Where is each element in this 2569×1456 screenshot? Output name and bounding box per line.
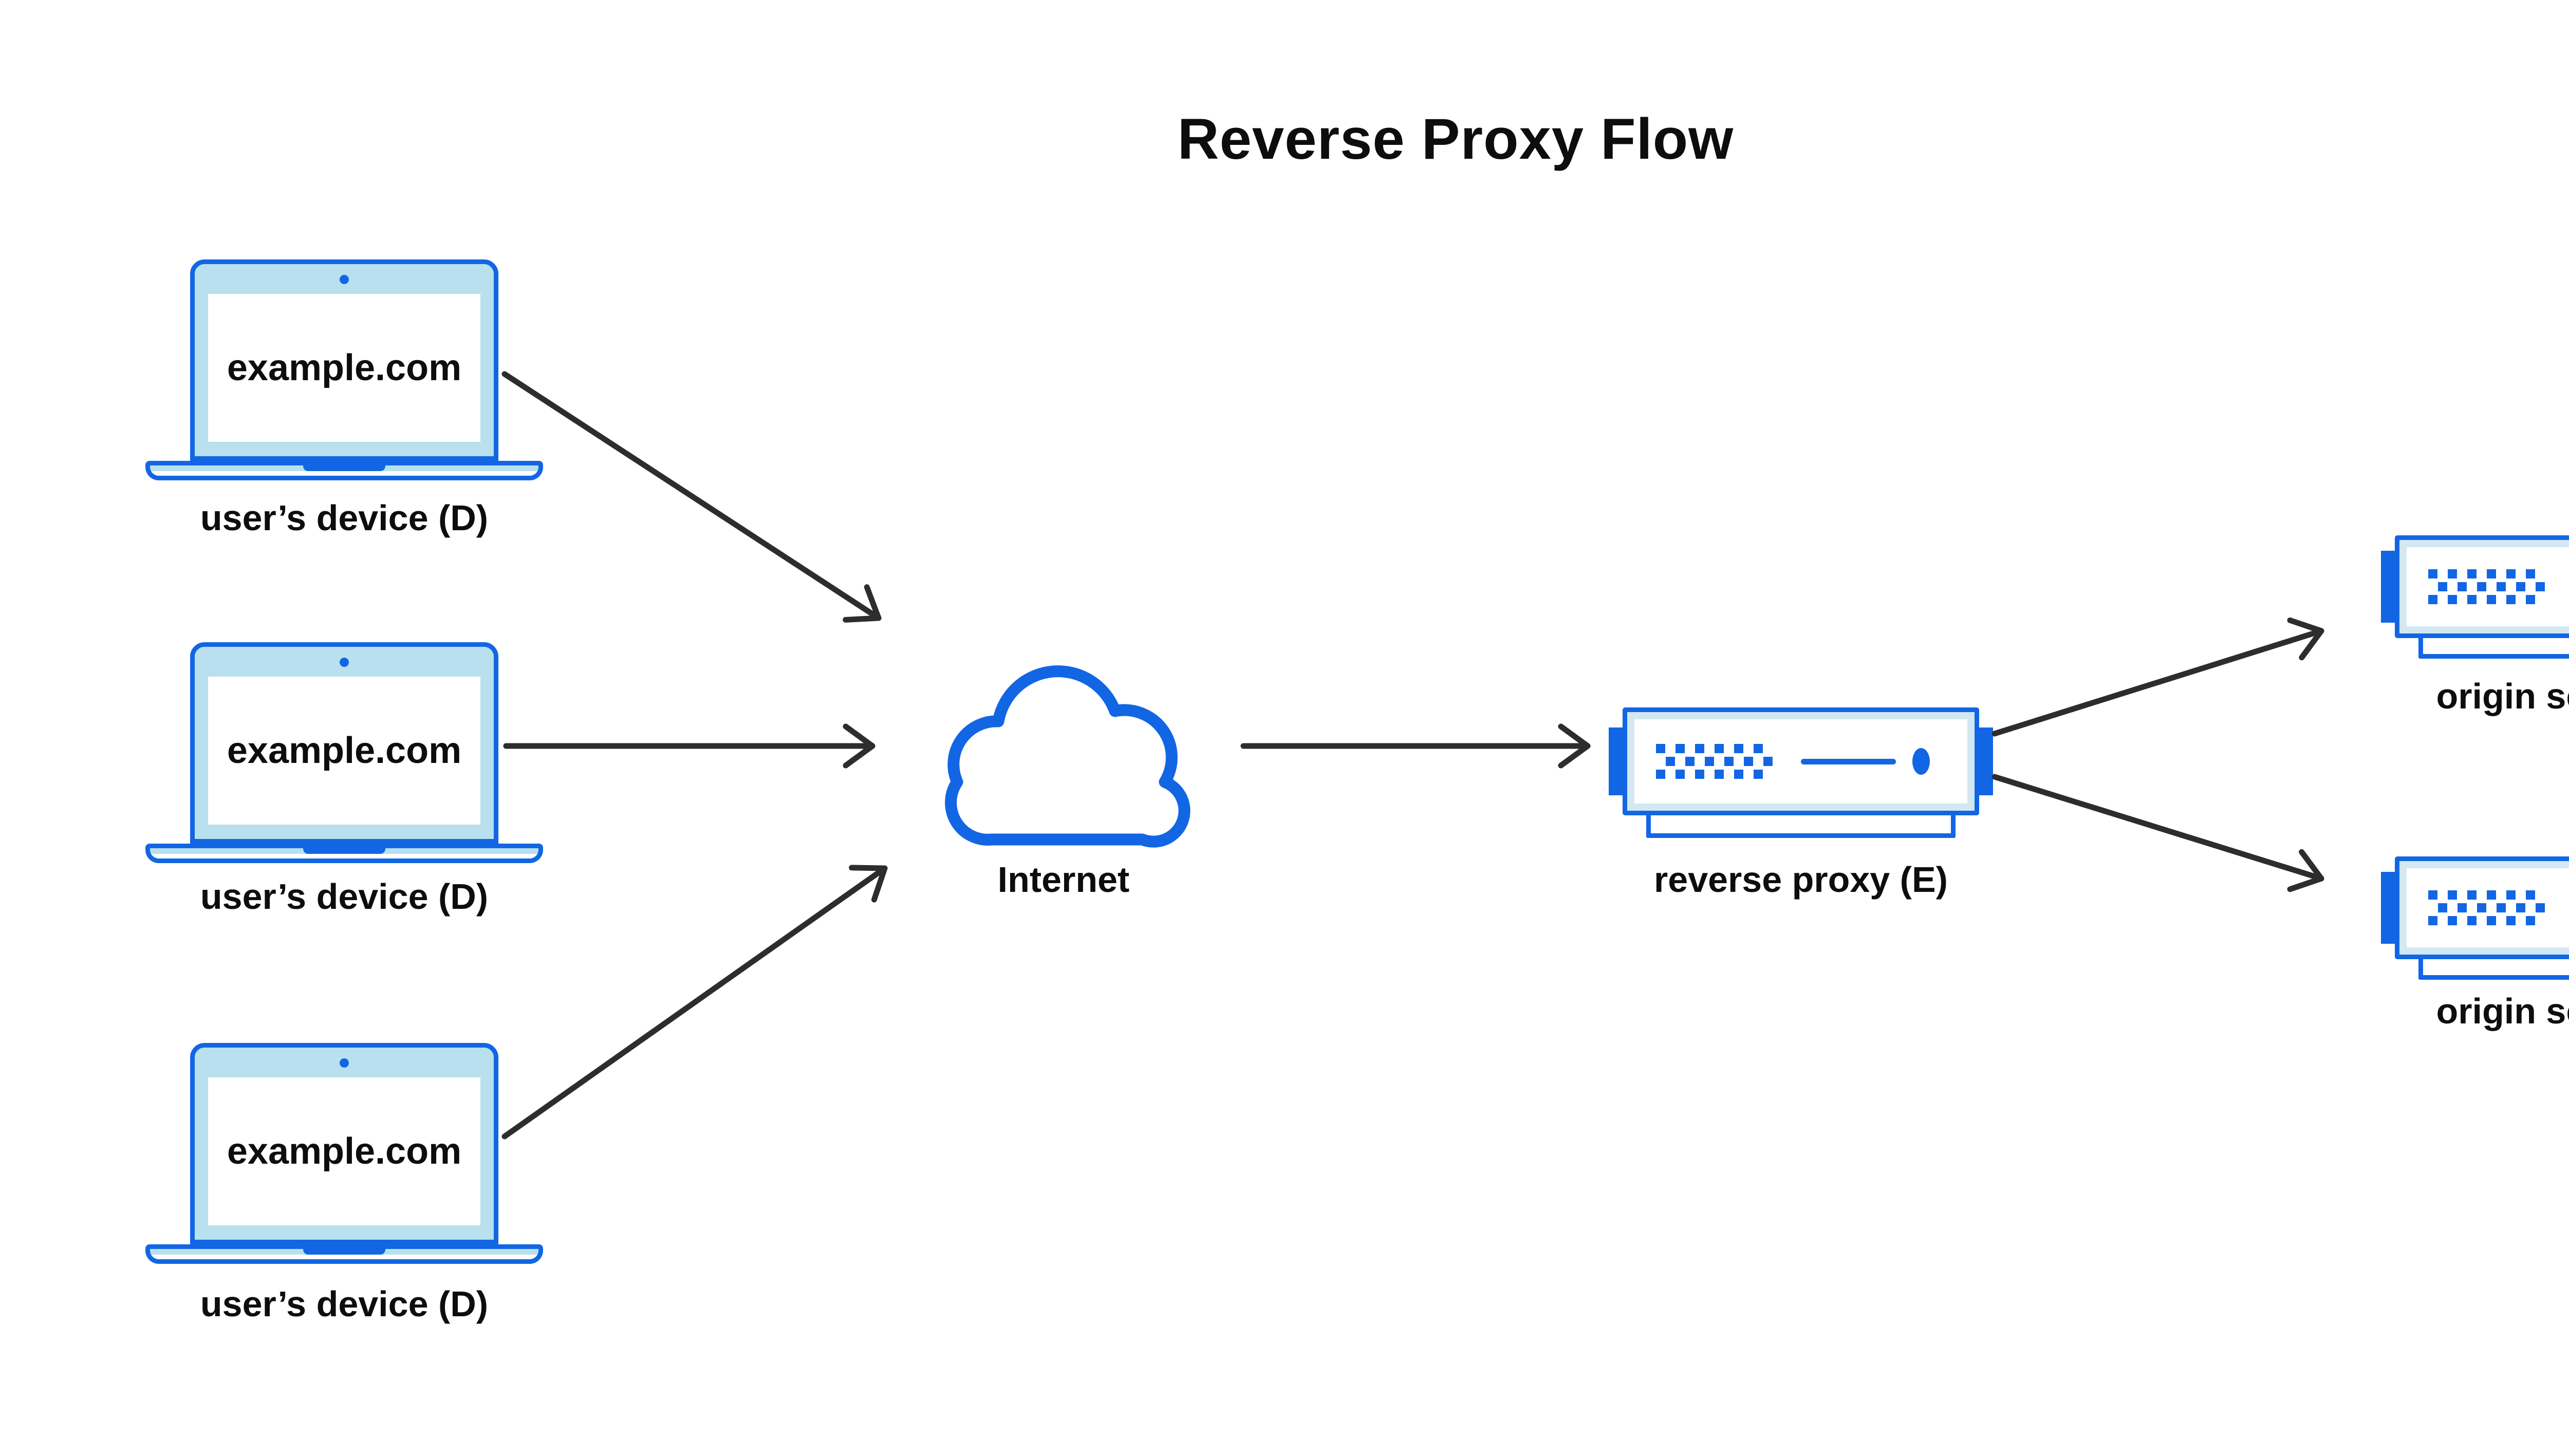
- server-icon: [2381, 535, 2569, 659]
- device-screen-url: example.com: [227, 347, 462, 388]
- laptop-screen: example.com: [190, 1043, 498, 1244]
- diagram-title: Reverse Proxy Flow: [1177, 107, 1734, 171]
- server-front-panel: [2407, 547, 2569, 626]
- camera-dot-icon: [340, 275, 349, 284]
- laptop-hinge-notch: [303, 847, 385, 854]
- server-icon: [1609, 707, 1993, 838]
- cloud-icon: [945, 665, 1190, 848]
- server-body: [1623, 707, 1979, 815]
- device-screen: example.com: [208, 1077, 480, 1225]
- server-front-panel: [1634, 719, 1967, 804]
- server-side-tab: [1978, 727, 1993, 795]
- laptop-icon: example.com: [145, 1043, 543, 1264]
- laptop-hinge-notch: [303, 464, 385, 471]
- device-screen: example.com: [208, 294, 480, 442]
- server-front-panel: [2407, 868, 2569, 947]
- server-side-tab: [2381, 551, 2396, 623]
- device-screen-url: example.com: [227, 1131, 462, 1172]
- arrow-device1-to-internet: [501, 371, 882, 623]
- reverse-proxy-label: reverse proxy (E): [1654, 860, 1948, 900]
- device-2-label: user’s device (D): [200, 876, 489, 917]
- origin-server-1-label: origin server (F): [2436, 676, 2569, 716]
- origin-server-2-label: origin server (F): [2436, 991, 2569, 1031]
- laptop-screen: example.com: [190, 259, 498, 461]
- laptop-hinge-notch: [303, 1248, 385, 1255]
- server-vent-dots-icon: [2428, 890, 2545, 925]
- device-1-label: user’s device (D): [200, 498, 489, 538]
- laptop-icon: example.com: [145, 642, 543, 863]
- server-vent-dots-icon: [2428, 569, 2545, 604]
- server-body: [2395, 856, 2569, 959]
- server-power-dot-icon: [1912, 748, 1930, 775]
- server-side-tab: [2381, 872, 2396, 944]
- arrow-proxy-to-origin2: [1991, 774, 2324, 892]
- server-side-tab: [1609, 727, 1624, 795]
- device-screen-url: example.com: [227, 730, 462, 771]
- device-screen: example.com: [208, 677, 480, 825]
- laptop-base: [145, 461, 543, 480]
- camera-dot-icon: [340, 658, 349, 667]
- cloud-outline: [945, 665, 1190, 848]
- camera-dot-icon: [340, 1058, 349, 1068]
- internet-label: Internet: [997, 860, 1130, 900]
- laptop-icon: example.com: [145, 259, 543, 480]
- server-slot-line: [1801, 758, 1896, 764]
- laptop-screen: example.com: [190, 642, 498, 844]
- laptop-base: [145, 1244, 543, 1264]
- server-icon: [2381, 856, 2569, 980]
- arrow-device3-to-internet: [501, 865, 888, 1140]
- device-3-label: user’s device (D): [200, 1284, 489, 1324]
- arrow-proxy-to-origin1: [1991, 617, 2324, 737]
- laptop-base: [145, 844, 543, 863]
- server-body: [2395, 535, 2569, 638]
- server-vent-dots-icon: [1656, 744, 1773, 779]
